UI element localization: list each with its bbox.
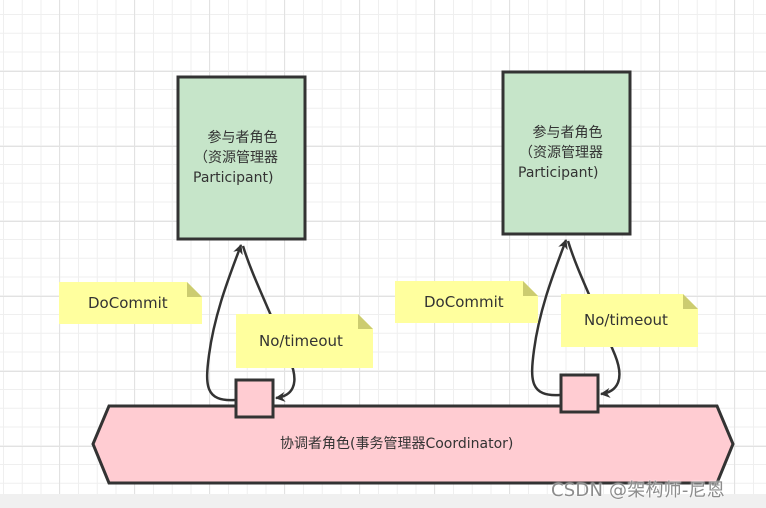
note-timeout-left-label: No/timeout [259, 332, 343, 350]
note-docommit-left-label: DoCommit [88, 294, 168, 312]
participant-right-line-3: Participant) [518, 165, 599, 181]
diagram-canvas: 参与者角色 （资源管理器 Participant) 参与者角色 （资源管理器 P… [0, 0, 766, 494]
coordinator-port-right[interactable] [559, 373, 600, 414]
note-docommit-left-shape[interactable] [59, 282, 202, 324]
participant-left-box[interactable] [176, 75, 307, 241]
participant-left-label: 参与者角色 （资源管理器 Participant) [178, 128, 305, 188]
note-docommit-right-shape[interactable] [395, 281, 538, 323]
participant-right-box[interactable] [501, 70, 632, 236]
participant-right-label: 参与者角色 （资源管理器 Participant) [503, 123, 630, 183]
note-timeout-right-label: No/timeout [584, 311, 668, 329]
edge-docommit-right [530, 239, 568, 397]
participant-right-line-1: 参与者角色 [532, 125, 603, 141]
watermark: CSDN @架构师-尼恩 [551, 480, 725, 501]
coordinator-label: 协调者角色(事务管理器Coordinator) [280, 436, 514, 452]
note-timeout-left-shape[interactable] [236, 314, 373, 368]
note-docommit-right-label: DoCommit [424, 293, 504, 311]
coordinator-shape[interactable] [91, 404, 735, 485]
coordinator-port-left[interactable] [234, 378, 275, 419]
note-timeout-right-shape[interactable] [561, 294, 698, 347]
participant-right-line-2: （资源管理器 [519, 145, 603, 161]
participant-left-line-2: （资源管理器 [194, 150, 278, 166]
diagram-svg [59, 70, 735, 485]
edge-docommit-left [205, 244, 243, 402]
participant-left-line-1: 参与者角色 [207, 130, 278, 146]
participant-left-line-3: Participant) [193, 170, 274, 186]
